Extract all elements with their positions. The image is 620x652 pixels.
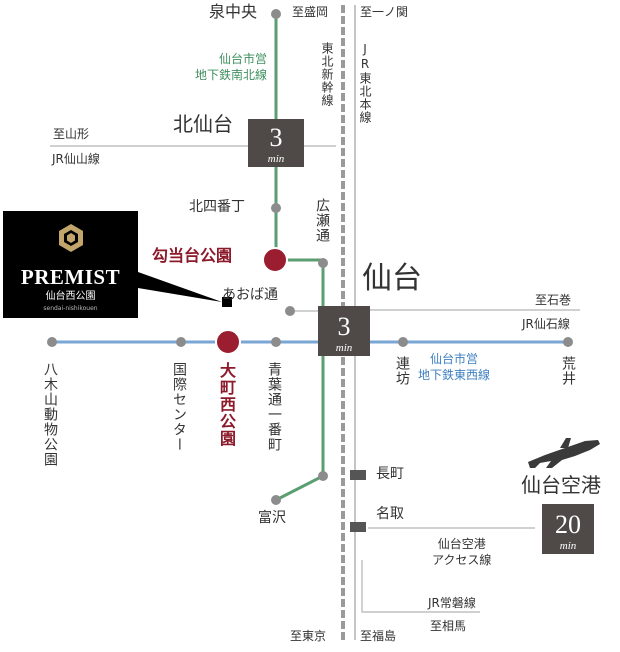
label-to-ishinomaki: 至石巻 — [535, 293, 572, 307]
label-aoba-dori: あおば通 — [222, 287, 278, 303]
label-jr-joban-line: JR常磐線 — [428, 596, 476, 610]
label-jr-senseki-line: JR仙石線 — [522, 317, 570, 331]
premist-brand-name: PREMIST — [20, 265, 121, 289]
label-nagamachi: 長町 — [376, 466, 404, 482]
label-to-yamagata: 至山形 — [53, 127, 90, 141]
label-to-fukushima: 至福島 — [360, 629, 397, 643]
label-koutodai-koen: 勾当台公園 — [152, 246, 233, 265]
station-dot-aoba-dori — [285, 306, 295, 316]
airplane-icon — [528, 438, 600, 468]
label-to-morioka: 至盛岡 — [292, 5, 329, 19]
station-dot-aoba-dori-ichibancho — [271, 337, 281, 347]
label-hirose-dori: 広瀬通 — [314, 198, 330, 243]
premist-property-name: 仙台西公園 — [45, 291, 96, 302]
station-bar-nagamachi — [350, 470, 366, 480]
label-aoba-dori-ichibancho: 青葉通一番町 — [266, 362, 282, 452]
premist-pointer — [138, 272, 222, 302]
label-to-ichinoseki: 至一ノ関 — [360, 5, 409, 19]
label-sendai: 仙台 — [362, 261, 422, 296]
station-dot-nagamachi-subway — [318, 471, 328, 481]
time-unit: min — [335, 342, 353, 354]
label-to-soma: 至相馬 — [430, 619, 467, 633]
label-kita-yonbancho: 北四番丁 — [189, 199, 245, 215]
label-jr-senzan-line: JR仙山線 — [52, 152, 100, 166]
label-izumi-chuo: 泉中央 — [209, 2, 258, 21]
station-bar-natori — [350, 522, 366, 532]
time-value: 3 — [337, 312, 351, 341]
label-kita-sendai: 北仙台 — [173, 112, 233, 136]
time-box-sendai: 3 min — [318, 306, 370, 356]
label-arai: 荒井 — [560, 356, 576, 386]
label-to-tokyo: 至東京 — [290, 629, 327, 643]
station-dot-tomizawa — [271, 495, 281, 505]
label-renbo: 連坊 — [394, 356, 410, 386]
label-tozai-line: 仙台市営 地下鉄東西線 — [418, 352, 491, 382]
station-dot-arai — [563, 337, 573, 347]
label-kokusai-center: 国際センター — [171, 362, 187, 452]
station-dot-koutodai-koen — [262, 247, 288, 273]
jr-joban-line — [361, 560, 480, 613]
station-dot-izumi-chuo — [271, 9, 281, 19]
premist-logo-box: PREMIST 仙台西公園 sendai-nishikouen — [3, 211, 138, 318]
time-unit: min — [559, 540, 577, 552]
label-sendai-airport: 仙台空港 — [521, 473, 601, 497]
time-value: 20 — [555, 510, 581, 539]
label-yagiyama: 八木山動物公園 — [42, 362, 58, 467]
station-dot-renbo — [398, 337, 408, 347]
station-dot-kita-yonbancho — [271, 203, 281, 213]
property-marker — [222, 297, 232, 307]
time-unit: min — [267, 153, 285, 165]
premist-romaji: sendai-nishikouen — [43, 305, 98, 312]
station-dot-omachi-nishi-koen — [215, 329, 241, 355]
label-airport-access-line: 仙台空港 アクセス線 — [432, 537, 492, 568]
label-jr-tohoku-line: JR東北本線 — [358, 42, 372, 124]
premist-emblem-icon — [59, 224, 83, 252]
station-dot-kokusai-center — [176, 337, 186, 347]
label-natori: 名取 — [376, 506, 404, 522]
label-shinkansen-line: 東北新幹線 — [320, 42, 334, 107]
time-box-airport: 20 min — [542, 504, 594, 554]
label-tomizawa: 富沢 — [258, 510, 286, 526]
time-box-kita-sendai: 3 min — [248, 119, 304, 167]
time-value: 3 — [269, 123, 283, 152]
station-dot-hirose-dori — [318, 258, 328, 268]
label-namboku-line: 仙台市営 地下鉄南北線 — [195, 52, 268, 82]
station-dot-yagiyama — [47, 337, 57, 347]
label-omachi-nishi-koen: 大町西公園 — [217, 362, 236, 447]
